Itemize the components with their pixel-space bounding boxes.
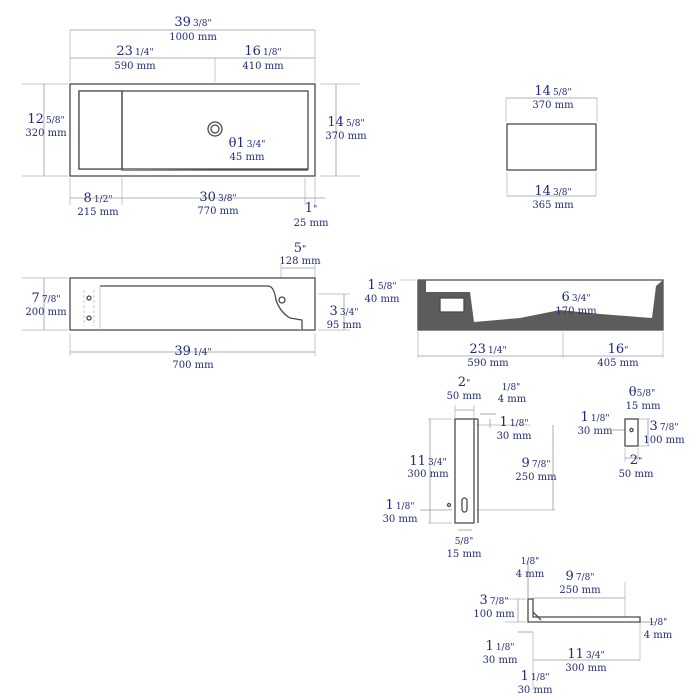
angle-thickness-top-label: 1/8" bbox=[521, 557, 540, 567]
bracket-slot-width-mm: 15 mm bbox=[447, 549, 482, 560]
drain-diameter-mm: 45 mm bbox=[230, 152, 265, 163]
shelf-step bbox=[121, 169, 308, 171]
section-right-width-mm: 405 mm bbox=[597, 358, 639, 369]
depth-right-mm: 370 mm bbox=[325, 131, 367, 142]
section-left-width-mm: 590 mm bbox=[467, 358, 509, 369]
sink-section-wall bbox=[418, 280, 663, 330]
side-bottom-width-mm: 365 mm bbox=[532, 200, 574, 211]
right-part-mm: 410 mm bbox=[242, 61, 284, 72]
angle-bottom-offset-mm: 30 mm bbox=[518, 685, 553, 696]
section-right-width-label: 16" bbox=[608, 342, 629, 357]
bracket-width-mm: 50 mm bbox=[447, 391, 482, 402]
bracket-bottom-offset-mm: 30 mm bbox=[383, 514, 418, 525]
basin-width-mm: 770 mm bbox=[197, 206, 239, 217]
front-basin-hidden-line bbox=[100, 285, 303, 330]
side-top-width-mm: 370 mm bbox=[532, 100, 574, 111]
plate-hole-icon bbox=[629, 427, 634, 433]
front-width-mm: 700 mm bbox=[172, 360, 214, 371]
bracket-slot-height-mm: 250 mm bbox=[515, 472, 557, 483]
angle-thickness-right-label: 1/8" bbox=[649, 618, 668, 628]
front-inner-height-mm: 95 mm bbox=[327, 320, 362, 331]
plate-hole-offset-mm: 30 mm bbox=[578, 426, 613, 437]
section-drain-recess bbox=[439, 297, 465, 313]
plate-outline bbox=[624, 418, 639, 447]
bracket-width-label: 2" bbox=[458, 375, 470, 390]
plate-hole-label: θ5/8" bbox=[629, 385, 655, 400]
overall-width-mm: 1000 mm bbox=[169, 32, 217, 43]
drain-offset-mm: 128 mm bbox=[279, 256, 321, 267]
shelf-width-mm: 215 mm bbox=[77, 207, 119, 218]
section-depth-mm: 170 mm bbox=[555, 306, 597, 317]
bracket-height-mm: 300 mm bbox=[407, 469, 449, 480]
depth-left-mm: 320 mm bbox=[25, 128, 67, 139]
drain-offset-label: 5" bbox=[294, 241, 306, 256]
angle-thickness-top-mm: 4 mm bbox=[516, 569, 545, 580]
plate-width-label: 2" bbox=[630, 453, 642, 468]
bracket-hole bbox=[446, 502, 452, 508]
angle-vertical-height-mm: 100 mm bbox=[473, 609, 515, 620]
left-part-mm: 590 mm bbox=[114, 61, 156, 72]
angle-thickness-right-mm: 4 mm bbox=[644, 630, 673, 641]
bracket-thickness-label: 1/8" bbox=[502, 383, 521, 393]
bracket-slot bbox=[461, 497, 468, 513]
angle-horizontal-length-mm: 250 mm bbox=[559, 585, 601, 596]
front-height-mm: 200 mm bbox=[25, 307, 67, 318]
section-rim-height-mm: 40 mm bbox=[365, 294, 400, 305]
plate-width-mm: 50 mm bbox=[619, 469, 654, 480]
bracket-top-offset-mm: 30 mm bbox=[497, 431, 532, 442]
sink-side-outline bbox=[506, 123, 597, 171]
rim-mm: 25 mm bbox=[294, 218, 329, 229]
plate-hole-mm: 15 mm bbox=[626, 401, 661, 412]
angle-total-length-mm: 300 mm bbox=[565, 663, 607, 674]
bracket-outline bbox=[454, 418, 475, 524]
angle-bracket-outline bbox=[527, 598, 641, 623]
rim-label: 1" bbox=[305, 201, 317, 216]
bracket-slot-width-label: 5/8" bbox=[455, 537, 474, 547]
plate-height-mm: 100 mm bbox=[643, 435, 685, 446]
angle-offset-mm: 30 mm bbox=[483, 655, 518, 666]
front-drain-icon bbox=[278, 296, 286, 304]
shelf-outline bbox=[78, 90, 123, 170]
bracket-thickness-mm: 4 mm bbox=[498, 394, 527, 405]
